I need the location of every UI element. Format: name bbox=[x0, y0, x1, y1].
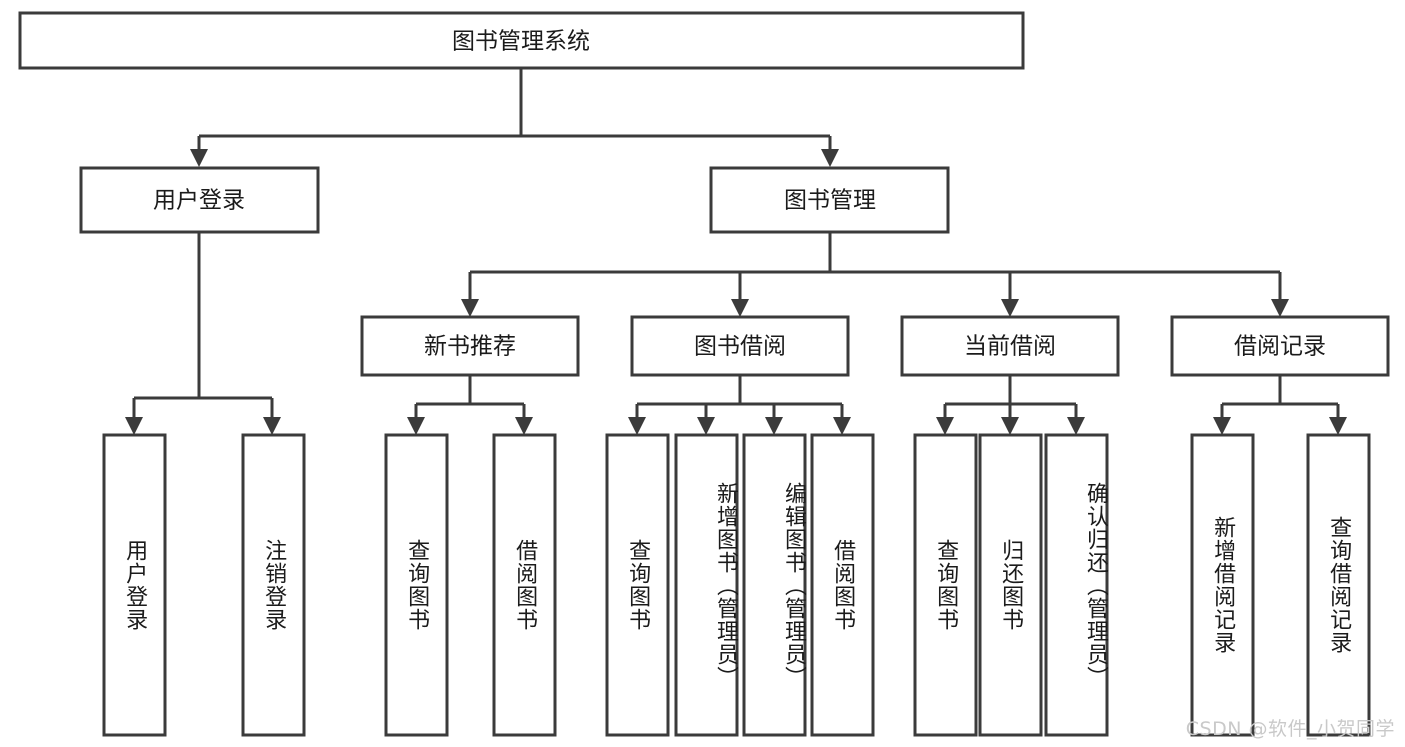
leaf-box-current-borrow-1[interactable] bbox=[913, 433, 978, 737]
connector-newbook-to-leaves bbox=[407, 375, 533, 435]
leaf-box-current-borrow-2[interactable] bbox=[978, 433, 1043, 737]
node-book-borrow[interactable]: 图书借阅 bbox=[630, 315, 850, 377]
leaf-box-user-login-1[interactable] bbox=[102, 433, 167, 737]
node-book-borrow-label: 图书借阅 bbox=[694, 334, 786, 360]
csdn-watermark: CSDN @软件_小贺同学 bbox=[1185, 718, 1395, 740]
node-root-system[interactable]: 图书管理系统 bbox=[18, 11, 1025, 70]
connector-borrowrecord-to-leaves bbox=[1213, 375, 1347, 435]
connector-userlogin-to-leaves bbox=[125, 232, 281, 435]
node-current-borrow-label: 当前借阅 bbox=[964, 334, 1056, 360]
node-borrow-record[interactable]: 借阅记录 bbox=[1170, 315, 1390, 377]
leaf-box-book-borrow-1[interactable] bbox=[605, 433, 670, 737]
connector-bookmgmt-to-level3 bbox=[461, 232, 1289, 317]
connector-currentborrow-to-leaves bbox=[936, 375, 1085, 435]
node-new-book-recommend-label: 新书推荐 bbox=[424, 334, 516, 360]
node-root-label: 图书管理系统 bbox=[452, 29, 590, 55]
leaf-box-book-borrow-3[interactable] bbox=[742, 433, 807, 737]
leaf-box-borrow-record-1[interactable] bbox=[1190, 433, 1255, 737]
leaf-box-new-book-1[interactable] bbox=[384, 433, 449, 737]
connector-root-to-level2 bbox=[190, 68, 839, 167]
node-user-login-label: 用户登录 bbox=[153, 188, 245, 214]
leaf-box-book-borrow-4[interactable] bbox=[810, 433, 875, 737]
node-book-management-label: 图书管理 bbox=[784, 188, 876, 214]
connector-bookborrow-to-leaves bbox=[628, 375, 851, 435]
leaf-box-borrow-record-2[interactable] bbox=[1306, 433, 1371, 737]
leaf-box-current-borrow-3[interactable] bbox=[1044, 433, 1109, 737]
leaf-box-book-borrow-2[interactable] bbox=[674, 433, 739, 737]
node-book-management[interactable]: 图书管理 bbox=[709, 166, 950, 234]
leaf-box-new-book-2[interactable] bbox=[492, 433, 557, 737]
node-new-book-recommend[interactable]: 新书推荐 bbox=[360, 315, 580, 377]
node-current-borrow[interactable]: 当前借阅 bbox=[900, 315, 1120, 377]
node-user-login[interactable]: 用户登录 bbox=[79, 166, 320, 234]
node-borrow-record-label: 借阅记录 bbox=[1234, 334, 1326, 360]
leaf-box-user-login-2[interactable] bbox=[241, 433, 306, 737]
